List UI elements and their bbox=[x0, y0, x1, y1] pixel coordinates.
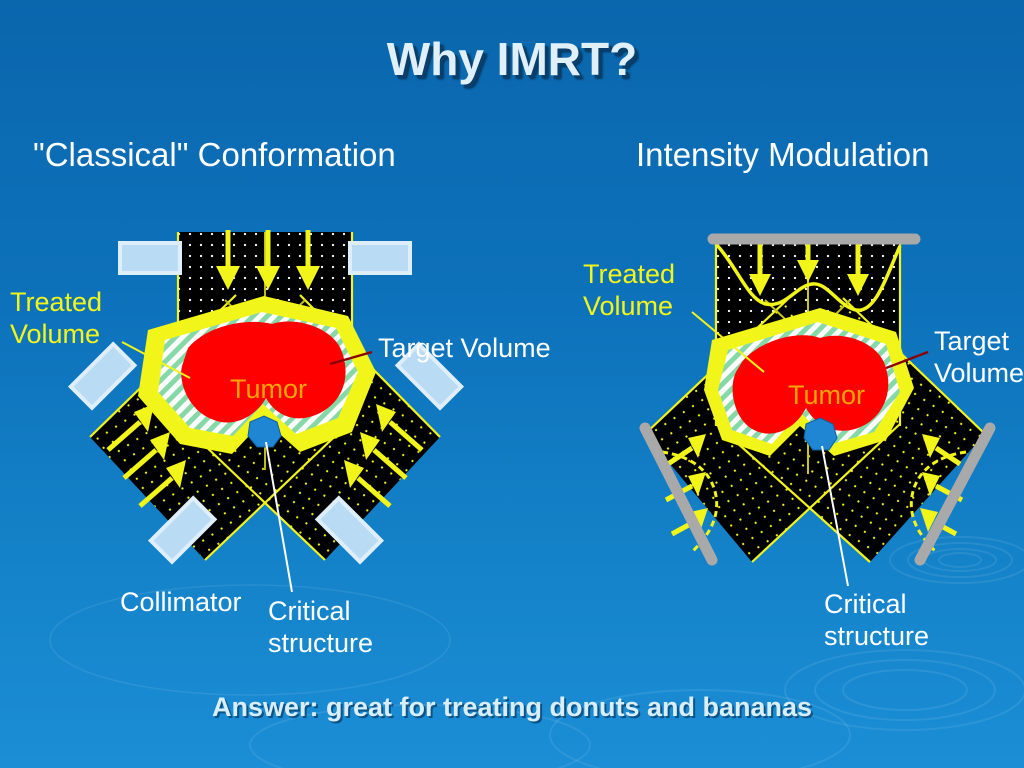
leader-critical-structure-right-panel bbox=[821, 445, 849, 587]
label-collimator-left: Collimator bbox=[120, 587, 242, 617]
leader-critical-structure-left-panel bbox=[265, 441, 293, 593]
panel-right-subtitle: Intensity Modulation bbox=[636, 136, 930, 173]
intensity-profile-lower-right-right-panel bbox=[909, 450, 967, 554]
collimator-blocks-left-panel[interactable] bbox=[67, 241, 465, 565]
tumor-shape-right-panel bbox=[732, 335, 889, 434]
leader-target-volume-left-panel bbox=[329, 350, 373, 366]
critical-structure-left-panel bbox=[247, 415, 282, 448]
intensity-profile-top-right-panel bbox=[714, 242, 902, 312]
page-title: Why IMRT? bbox=[386, 33, 638, 85]
modulator-bars-right-panel[interactable] bbox=[639, 233, 996, 566]
label-target-volume-left: Target Volume bbox=[378, 333, 551, 363]
tumor-label-left-panel: Tumor bbox=[230, 374, 307, 404]
label-target-volume-right: Target Volume bbox=[934, 326, 1024, 388]
beam-arrows-left-panel bbox=[106, 230, 424, 508]
panel-left-subtitle: "Classical" Conformation bbox=[33, 136, 396, 173]
leader-target-volume-right-panel bbox=[885, 350, 929, 370]
leader-treated-volume-right-panel bbox=[691, 311, 765, 373]
leader-treated-volume-left-panel bbox=[121, 341, 191, 379]
label-treated-volume-left: Treated Volume bbox=[10, 287, 103, 349]
tumor-label-right-panel: Tumor bbox=[788, 380, 865, 410]
answer-text: Answer: great for treating donuts and ba… bbox=[211, 692, 813, 722]
label-critical-structure-left: Critical structure bbox=[268, 596, 374, 658]
critical-structure-right-panel bbox=[803, 417, 838, 451]
label-treated-volume-right: Treated Volume bbox=[583, 259, 676, 321]
label-critical-structure-right: Critical structure bbox=[824, 589, 930, 651]
tumor-shape-left-panel bbox=[181, 321, 346, 423]
